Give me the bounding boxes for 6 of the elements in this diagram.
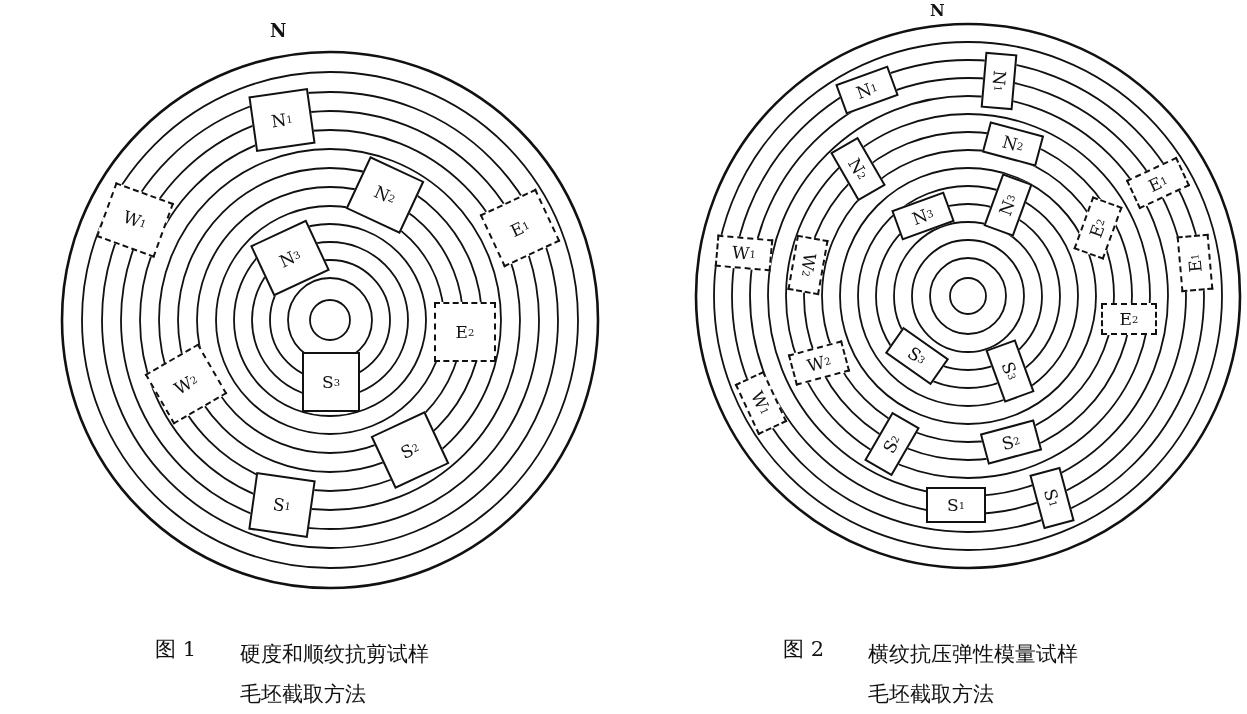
compass-letter: N	[930, 1, 945, 20]
figure-caption: 硬度和顺纹抗剪试样毛坯截取方法	[240, 641, 430, 708]
compass-letter: N	[270, 20, 287, 41]
figure-number: 图 2	[783, 636, 825, 663]
figure-number: 图 1	[155, 636, 197, 663]
figure-caption: 横纹抗压弹性模量试样毛坯截取方法	[868, 641, 1079, 708]
